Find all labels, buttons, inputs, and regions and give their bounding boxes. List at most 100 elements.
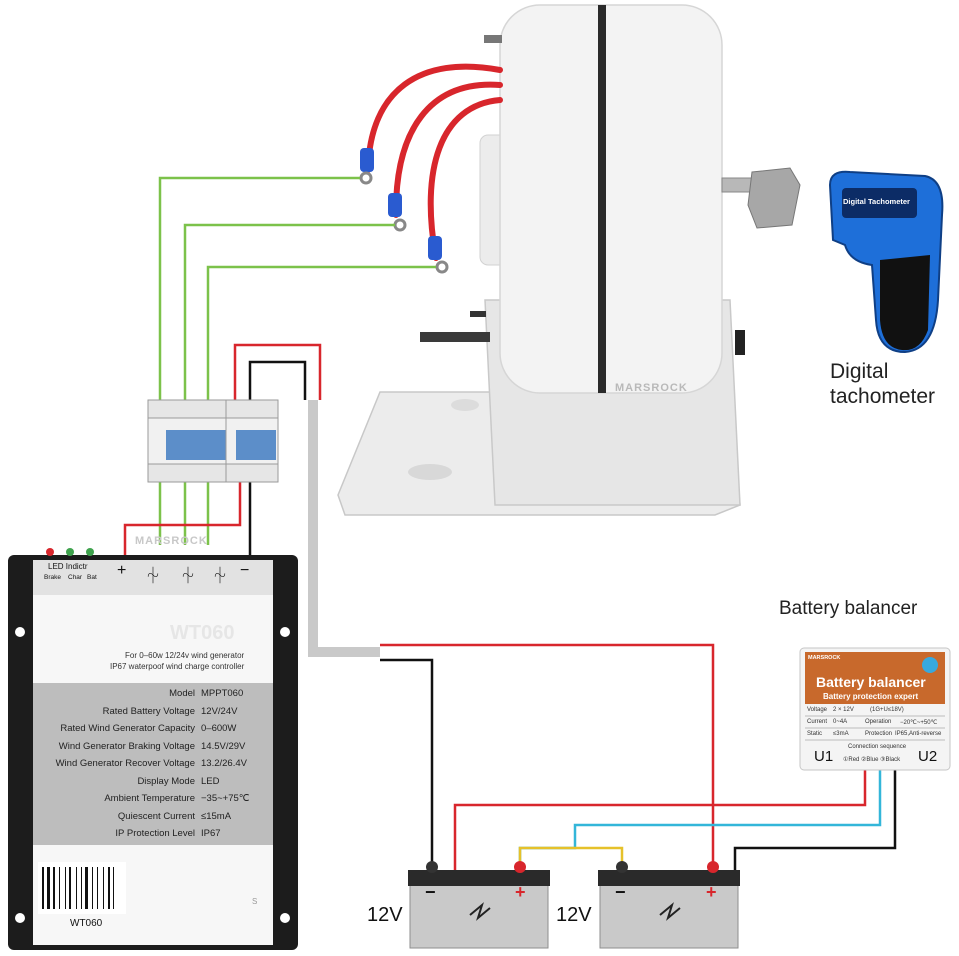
balancer-caption: Battery balancer xyxy=(779,598,918,619)
battery-right xyxy=(598,861,740,949)
balancer-cell: Operation xyxy=(865,719,892,725)
battery-left-voltage: 12V xyxy=(367,904,403,926)
battery-right-voltage: 12V xyxy=(556,904,592,926)
barcode-bar xyxy=(42,867,44,909)
barcode-bar xyxy=(108,867,110,909)
green-wires xyxy=(158,176,436,545)
tachometer-display xyxy=(842,188,917,218)
spec-value: 0–600W xyxy=(201,723,237,734)
mount-hole xyxy=(15,627,25,637)
shaft-nut xyxy=(747,167,801,229)
spec-value: 14.5V/29V xyxy=(201,740,246,752)
balancer-title: Battery balancer xyxy=(816,674,926,690)
controller-desc-line2: IP67 waterpoof wind charge controller xyxy=(110,662,245,671)
bracket-screw xyxy=(470,311,486,317)
barcode-bar xyxy=(47,867,50,909)
balancer-conn-title: Connection sequence xyxy=(848,744,907,750)
spec-row: Quiescent Current ≤15mA xyxy=(33,811,295,828)
plate-slot-left xyxy=(408,464,452,480)
balancer-cell: Current xyxy=(807,719,828,725)
ring-terminals xyxy=(359,148,449,274)
terminal-plus: + xyxy=(117,562,127,579)
battery-left-pos-post xyxy=(514,861,526,873)
grey-dc-cable xyxy=(308,400,380,657)
barcode-bar xyxy=(85,867,88,909)
controller-watermark: MARSROCK xyxy=(135,535,208,547)
ring-eye-2 xyxy=(393,218,407,232)
generator-leads xyxy=(365,63,503,261)
mount-hole xyxy=(15,913,25,923)
controller-spec-panel xyxy=(33,683,273,845)
bolt-icon xyxy=(469,902,491,921)
barcode-bar xyxy=(65,867,66,909)
wind-generator xyxy=(337,4,801,516)
led-label-bat: Bat xyxy=(87,574,97,581)
spec-value: −35~+75℃ xyxy=(201,793,250,804)
barcode-bar xyxy=(97,867,98,909)
spec-label: Wind Generator Recover Voltage xyxy=(55,758,195,769)
balancer-cell: −20℃~+50℃ xyxy=(900,720,938,726)
mount-bolt-right xyxy=(735,330,745,355)
barcode-bar xyxy=(81,867,82,909)
battery-left-pos: + xyxy=(515,882,526,902)
generator-housing xyxy=(499,4,723,394)
ring-eye-3 xyxy=(435,260,449,274)
terminal-wind-1: ⏆ xyxy=(145,568,162,585)
breaker-switch-left xyxy=(166,430,226,460)
spec-row: Rated Wind Generator Capacity 0–600W xyxy=(33,723,295,740)
battery-right-neg-post xyxy=(616,861,628,873)
balancer-subtitle: Battery protection expert xyxy=(823,692,919,701)
battery-right-lid xyxy=(598,870,740,886)
spec-label: Model xyxy=(169,688,195,699)
led-charge xyxy=(66,548,74,556)
battery-right-neg: − xyxy=(615,882,626,902)
charge-controller xyxy=(8,548,298,950)
controller-desc-line1: For 0–60w 12/24v wind generator xyxy=(125,651,245,660)
battery-left-lid xyxy=(408,870,550,886)
tachometer-grip xyxy=(880,255,930,351)
balancer-logo-icon xyxy=(922,657,938,673)
spec-label: Display Mode xyxy=(137,775,195,787)
battery-left-neg-post xyxy=(426,861,438,873)
spec-row: Wind Generator Braking Voltage 14.5V/29V xyxy=(33,741,295,758)
spec-label: Quiescent Current xyxy=(117,810,195,822)
tachometer-device-label: Digital Tachometer xyxy=(843,197,910,206)
battery-left-neg: − xyxy=(425,882,436,902)
terminal-minus: − xyxy=(240,562,250,579)
battery-left xyxy=(408,861,550,949)
balancer-conn-seq: ①Red ②Blue ③Black xyxy=(843,757,901,763)
controller-terminal-strip xyxy=(33,560,273,595)
balancer-u1: U1 xyxy=(814,748,834,765)
barcode-bar xyxy=(103,867,104,909)
spec-row: Rated Battery Voltage 12V/24V xyxy=(33,706,295,723)
terminal-wind-3: ⏆ xyxy=(212,568,229,585)
generator-watermark: MARSROCK xyxy=(615,382,688,394)
controller-model-faded: WT060 xyxy=(170,622,235,644)
balancer-cell: IP65,Anti-reverse xyxy=(895,731,942,737)
plate-hole xyxy=(451,399,479,411)
balancer-u2: U2 xyxy=(918,748,938,765)
dc-wires-top xyxy=(123,343,322,555)
circuit-breaker xyxy=(147,399,279,483)
spec-label: Wind Generator Braking Voltage xyxy=(58,740,195,752)
barcode-bar xyxy=(92,867,93,909)
balancer-cell: Voltage xyxy=(807,707,828,713)
spec-value: ≤15mA xyxy=(201,810,232,822)
spec-label: Rated Battery Voltage xyxy=(102,705,195,717)
ring-terminal-3 xyxy=(428,236,442,260)
spec-value: 12V/24V xyxy=(201,705,238,717)
barcode-bar xyxy=(113,867,114,909)
digital-tachometer xyxy=(828,170,944,354)
housing-screw xyxy=(484,35,502,43)
barcode-bar xyxy=(69,867,71,909)
tachometer-caption-line1: Digital xyxy=(830,360,889,383)
balancer-cell: Static xyxy=(807,731,823,737)
spec-label: Rated Wind Generator Capacity xyxy=(60,723,195,734)
breaker-bottom-terminals xyxy=(147,463,279,483)
led-label-brake: Brake xyxy=(44,574,61,581)
led-brake xyxy=(46,548,54,556)
